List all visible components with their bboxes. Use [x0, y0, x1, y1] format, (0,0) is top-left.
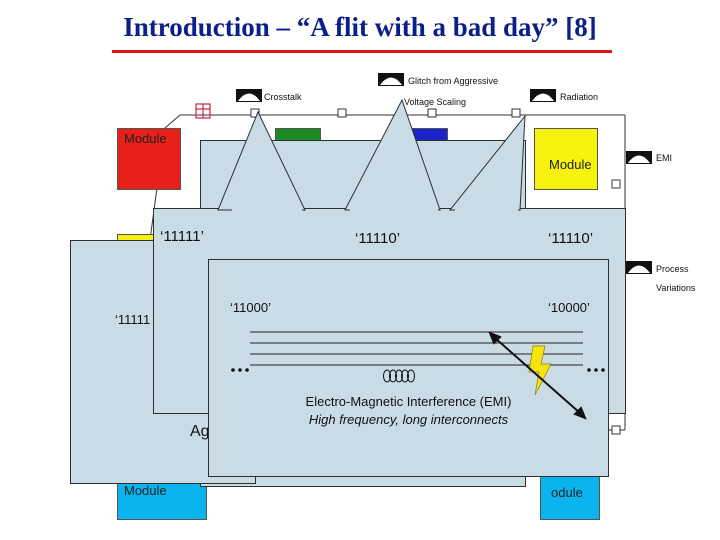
ellipsis-left-icon [231, 368, 249, 372]
module-label: Module [124, 483, 167, 498]
module-label: Module [124, 131, 167, 146]
emi-panel-title: Electro-Magnetic Interference (EMI) [305, 394, 512, 409]
coil-icon [383, 369, 415, 383]
label-process-1: Process [656, 264, 689, 274]
flit-value: ‘11110’ [355, 230, 401, 247]
router-node [611, 425, 621, 435]
label-glitch: Glitch from Aggressive [408, 76, 499, 86]
label-crosstalk: Crosstalk [264, 92, 302, 102]
label-process-2: Variations [656, 283, 696, 293]
emi-panel-subtitle: High frequency, long interconnects [308, 412, 509, 427]
title-rule [112, 50, 612, 53]
module-label: Module [549, 157, 592, 172]
router-node [337, 108, 347, 118]
emi-arrow-icon [488, 331, 587, 420]
partial-text: Ag [190, 423, 210, 440]
ellipsis-right-icon [587, 368, 605, 372]
label-emi: EMI [656, 153, 673, 163]
module-cyan-right: odule [540, 470, 600, 520]
slide-title: Introduction – “A flit with a bad day” [… [123, 12, 597, 42]
router-node [511, 108, 521, 118]
label-voltage: Voltage Scaling [404, 97, 467, 107]
flit-value: ‘10000’ [548, 300, 590, 315]
label-radiation: Radiation [560, 92, 599, 102]
module-red: Module [117, 128, 181, 190]
module-label: odule [551, 485, 583, 500]
pulse-icon-radiation [530, 89, 556, 102]
router-node [427, 108, 437, 118]
pulse-icon-emi [626, 151, 652, 164]
flit-value: ‘11110’ [548, 230, 594, 247]
bus-corner-left [164, 114, 181, 129]
pulse-icon-crosstalk [236, 89, 262, 102]
gift-icon [195, 103, 211, 119]
module-yellow: Module [534, 128, 598, 190]
router-node [611, 179, 621, 189]
flit-value: ‘11111 [115, 312, 151, 327]
flit-value: ‘11000’ [230, 300, 271, 315]
pulse-icon-process [626, 261, 652, 274]
pulse-icon-glitch [378, 73, 404, 86]
flit-value: ‘11111’ [160, 228, 204, 245]
